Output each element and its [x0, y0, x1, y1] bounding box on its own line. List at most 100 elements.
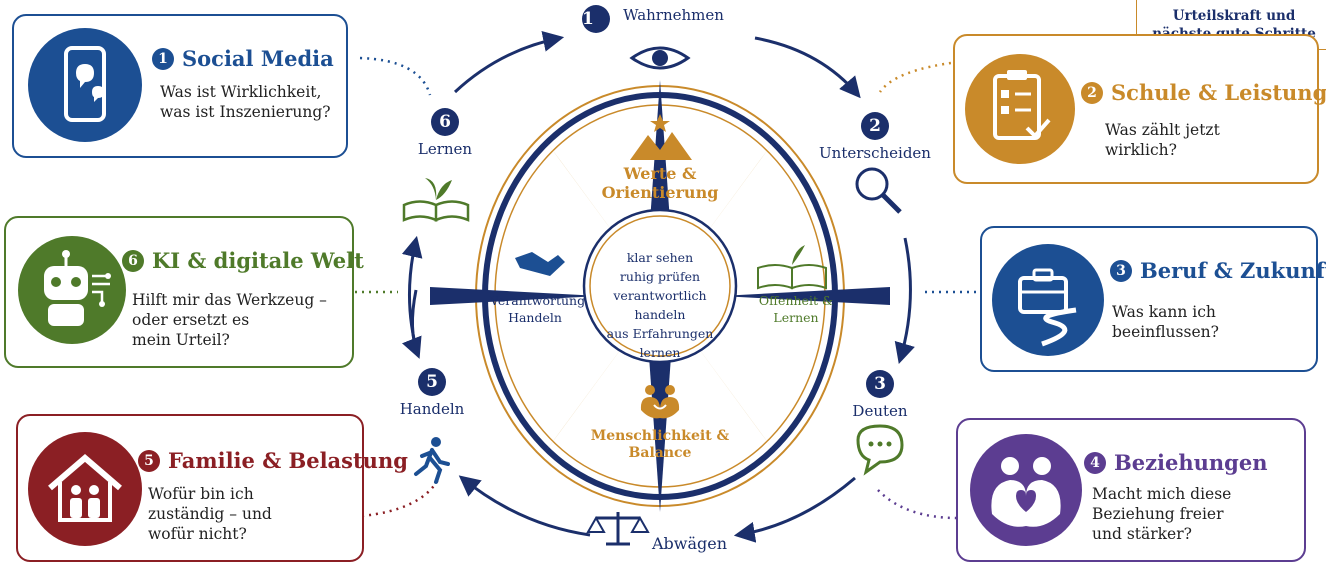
center-line-3: verantwortlich handeln [613, 288, 707, 322]
book-plant-icon [402, 178, 470, 222]
connector-beziehungen [877, 489, 959, 520]
compass-south-label: Menschlichkeit & Balance [585, 428, 735, 462]
card-number: 6 [122, 250, 144, 272]
step-number: 1 [582, 5, 610, 33]
card-line: Was ist Wirklichkeit, [160, 83, 322, 101]
card-number: 5 [138, 450, 160, 472]
step-handeln: 5 Handeln [392, 368, 472, 418]
card-ki-digitale-welt: 6 KI & digitale Welt Hilft mir das Werkze… [4, 216, 364, 368]
card-description: Was zählt jetzt wirklich? [1105, 120, 1220, 160]
compass-east-label: Offenheit & Lernen [756, 292, 836, 326]
card-description: Hilft mir das Werkzeug – oder ersetzt es… [132, 290, 327, 350]
card-line: und stärker? [1092, 525, 1192, 543]
robot-icon [18, 236, 126, 344]
card-description: Macht mich diese Beziehung freier und st… [1092, 484, 1231, 544]
card-line: Wofür bin ich [148, 485, 254, 503]
cycle-arrow-wahrnehmen-unterscheiden [754, 36, 861, 99]
card-title: 6 KI & digitale Welt [122, 248, 364, 273]
clipboard-check-icon [965, 54, 1075, 164]
card-number: 1 [152, 48, 174, 70]
card-line: mein Urteil? [132, 331, 230, 349]
card-social-media: 1 Social Media Was ist Wirklichkeit, was … [12, 14, 348, 158]
card-title-text: Familie & Belastung [168, 448, 408, 473]
card-line: Was kann ich [1112, 303, 1216, 321]
card-line: was ist Inszenierung? [160, 103, 331, 121]
step-number: 2 [861, 112, 889, 140]
compass-west-label: Verantwortung Handeln [490, 292, 586, 326]
smartphone-icon [28, 28, 142, 142]
card-line: oder ersetzt es [132, 311, 250, 329]
card-description: Was ist Wirklichkeit, was ist Inszenieru… [160, 82, 331, 122]
people-heart-icon [640, 385, 680, 419]
step-unterscheiden: 2 Unterscheiden [815, 112, 935, 162]
running-person-icon [414, 437, 450, 484]
connector-familie [361, 479, 440, 518]
step-deuten: 3 Deuten [840, 370, 920, 420]
card-number: 2 [1081, 82, 1103, 104]
eye-icon [629, 46, 691, 70]
card-beziehungen: 4 Beziehungen Macht mich diese Beziehung … [956, 418, 1306, 562]
open-book-plant-icon [757, 245, 827, 290]
magnifier-icon [855, 167, 902, 214]
card-line: Hilft mir das Werkzeug – [132, 291, 327, 309]
briefcase-path-icon [992, 244, 1104, 356]
cycle-arrow-unterscheiden-deuten [894, 237, 915, 365]
house-family-icon [28, 432, 142, 546]
card-description: Wofür bin ich zuständig – und wofür nich… [148, 484, 272, 544]
card-line: wirklich? [1105, 141, 1177, 159]
card-line: Was zählt jetzt [1105, 121, 1220, 139]
hug-heart-icon [970, 434, 1082, 546]
card-title-text: Beziehungen [1114, 450, 1268, 475]
top-note-line-1: Urteilskraft und [1172, 8, 1296, 24]
card-familie-belastung: 5 Familie & Belastung Wofür bin ich zustä… [16, 414, 408, 562]
card-number: 3 [1110, 260, 1132, 282]
card-line: zuständig – und [148, 505, 272, 523]
connector-schule [878, 60, 959, 93]
scales-icon [586, 512, 650, 546]
compass-north-label: Werte & Orientierung [590, 164, 730, 202]
center-line-1: klar sehen [626, 250, 694, 265]
card-title: 1 Social Media [152, 46, 334, 71]
card-number: 4 [1084, 452, 1106, 474]
step-lernen: 6 Lernen [405, 108, 485, 158]
step-number: 6 [431, 108, 459, 136]
card-line: beeinflussen? [1112, 323, 1219, 341]
cycle-arrow-lernen-handeln [402, 289, 422, 359]
card-title-text: Social Media [182, 46, 334, 71]
compass-east-line-1: Offenheit & [758, 293, 834, 308]
card-title-text: Beruf & Zukunft [1140, 258, 1326, 283]
step-wahrnehmen: 1 Wahrnehmen [582, 5, 752, 33]
mountain-star-icon [630, 114, 692, 160]
card-beruf-zukunft: 3 Beruf & Zukunft Was kann ich beeinfluss… [980, 226, 1326, 372]
card-title: 2 Schule & Leistung [1081, 80, 1326, 105]
card-title-text: KI & digitale Welt [152, 248, 364, 273]
step-label: Lernen [417, 140, 473, 158]
compass-north-line-1: Werte & [623, 164, 697, 183]
card-title: 3 Beruf & Zukunft [1110, 258, 1326, 283]
compass [430, 80, 890, 512]
card-line: Macht mich diese [1092, 485, 1232, 503]
cycle-arrow-abwaegen-handeln [458, 475, 591, 537]
card-line: Beziehung freier [1092, 505, 1224, 523]
step-label: Abwägen [652, 534, 728, 553]
card-title: 4 Beziehungen [1084, 450, 1268, 475]
card-title-text: Schule & Leistung [1111, 80, 1326, 105]
step-number: 3 [866, 370, 894, 398]
step-label: Unterscheiden [819, 144, 931, 162]
center-line-2: ruhig prüfen [619, 269, 701, 284]
compass-west-line-2: Handeln [508, 310, 562, 325]
compass-center-text: klar sehen ruhig prüfen verantwortlich h… [590, 248, 730, 362]
card-schule-leistung: 2 Schule & Leistung Was zählt jetzt wirkl… [953, 34, 1326, 184]
compass-north-line-2: Orientierung [601, 183, 719, 202]
step-label: Deuten [852, 402, 908, 420]
compass-south-line-1: Menschlichkeit & [590, 428, 730, 444]
compass-west-line-1: Verantwortung [490, 293, 586, 308]
cycle-arrow-deuten-abwaegen [733, 476, 856, 543]
step-abwaegen: Abwägen [652, 530, 742, 553]
compass-south-line-2: Balance [628, 445, 692, 461]
speech-bubble-icon [856, 424, 904, 476]
card-description: Was kann ich beeinflussen? [1112, 302, 1219, 342]
card-line: wofür nicht? [148, 525, 247, 543]
handshake-icon [515, 252, 565, 276]
